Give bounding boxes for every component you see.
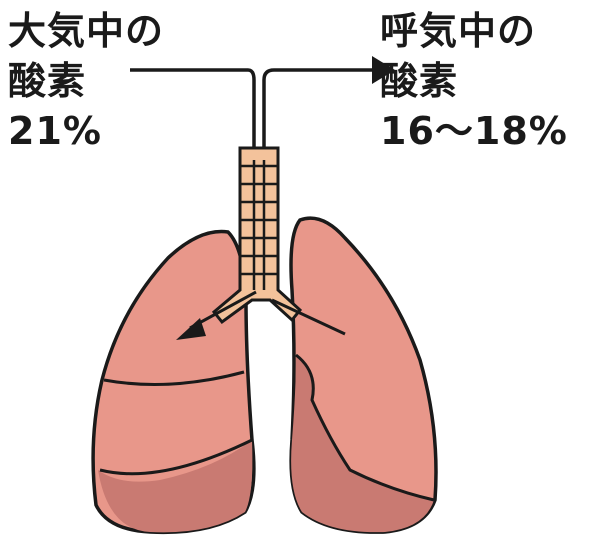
inhale-path <box>130 70 254 160</box>
right-lung <box>291 218 436 532</box>
left-lung <box>93 232 254 533</box>
exhale-arrowhead <box>372 56 395 84</box>
exhale-path <box>264 70 372 160</box>
